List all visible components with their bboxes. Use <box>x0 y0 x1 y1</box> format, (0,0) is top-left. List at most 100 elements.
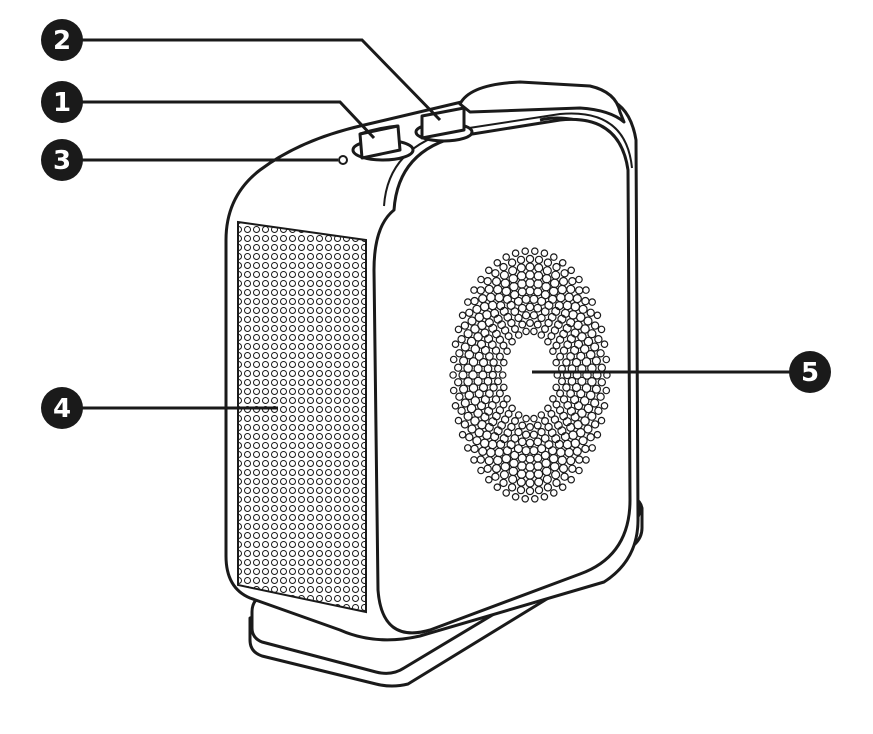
vent-hole <box>572 446 582 456</box>
vent-hole <box>573 339 584 349</box>
vent-hole <box>502 253 511 261</box>
vent-hole <box>451 401 460 410</box>
vent-hole <box>578 436 588 446</box>
vent-hole <box>485 352 494 361</box>
vent-hole <box>534 485 544 495</box>
vent-hole <box>533 303 543 313</box>
vent-hole <box>478 357 489 368</box>
vent-hole <box>533 320 542 329</box>
vent-hole <box>537 411 546 419</box>
vent-hole <box>478 446 488 456</box>
vent-hole <box>576 351 586 361</box>
vent-hole <box>508 337 516 346</box>
vent-hole <box>556 352 565 361</box>
vent-hole <box>518 320 527 329</box>
vent-hole <box>478 382 489 393</box>
vent-hole <box>560 269 569 278</box>
vent-hole <box>484 456 494 466</box>
vent-hole <box>549 394 557 403</box>
callout-label-1: 1 <box>53 88 71 118</box>
vent-hole <box>449 355 458 364</box>
vent-hole <box>549 253 558 261</box>
vent-hole <box>530 327 538 336</box>
vent-hole <box>514 313 523 323</box>
vent-hole <box>540 492 549 501</box>
vent-hole <box>573 401 584 411</box>
vent-hole <box>455 392 464 401</box>
vent-hole <box>454 325 463 334</box>
side-grille <box>237 220 367 614</box>
vent-hole <box>449 371 457 379</box>
vent-hole <box>518 421 527 430</box>
vent-hole <box>503 394 511 403</box>
vent-hole <box>511 249 520 258</box>
vent-hole <box>484 475 493 484</box>
vent-hole <box>558 483 567 492</box>
vent-hole <box>516 485 526 495</box>
vent-hole <box>525 319 534 328</box>
vent-hole <box>476 339 487 349</box>
vent-hole <box>575 466 583 475</box>
vent-hole <box>600 401 609 410</box>
vent-hole <box>588 298 597 306</box>
vent-hole <box>543 483 553 492</box>
vent-hole <box>489 383 498 392</box>
vent-hole <box>587 329 597 339</box>
vent-hole <box>511 492 520 501</box>
vent-hole <box>525 254 535 264</box>
vent-hole <box>459 356 469 366</box>
vent-hole <box>578 304 588 314</box>
vent-hole <box>575 275 583 284</box>
vent-hole <box>517 437 527 447</box>
vent-hole <box>549 347 557 356</box>
vent-hole <box>484 266 493 275</box>
vent-hole <box>544 337 552 346</box>
vent-hole <box>587 376 597 387</box>
vent-hole <box>537 427 546 437</box>
vent-hole <box>499 478 508 488</box>
vent-hole <box>466 403 477 414</box>
vent-hole <box>529 311 539 320</box>
vent-hole <box>525 423 534 432</box>
vent-hole <box>525 486 535 496</box>
vent-hole <box>586 433 595 442</box>
vent-hole <box>474 351 484 361</box>
callout-badge-4: 4 <box>41 387 83 429</box>
vent-hole <box>457 335 466 344</box>
vent-hole <box>593 430 602 439</box>
vent-hole <box>590 321 600 330</box>
vent-hole <box>582 286 590 294</box>
vent-hole <box>560 472 569 481</box>
vent-hole <box>454 378 463 387</box>
vent-hole <box>521 494 530 503</box>
vent-hole <box>566 389 575 399</box>
vent-hole <box>521 311 531 320</box>
vent-hole <box>502 489 511 497</box>
vent-hole <box>597 416 606 425</box>
callout-label-4: 4 <box>53 394 71 424</box>
indicator-light <box>338 155 348 165</box>
vent-hole <box>463 363 473 373</box>
vent-hole <box>537 313 546 323</box>
vent-hole <box>468 370 478 380</box>
vent-hole <box>602 386 611 395</box>
vent-hole <box>470 456 478 464</box>
vent-hole <box>583 403 594 414</box>
vent-hole <box>464 390 475 401</box>
vent-hole <box>464 349 475 360</box>
vent-hole <box>593 311 602 320</box>
vent-hole <box>466 336 477 347</box>
vent-hole <box>460 398 470 408</box>
vent-hole <box>473 376 483 386</box>
vent-hole <box>583 424 593 434</box>
vent-hole <box>463 444 472 452</box>
vent-hole <box>514 331 523 339</box>
vent-hole <box>552 358 561 367</box>
vent-hole <box>474 389 484 399</box>
vent-hole <box>583 316 593 326</box>
vent-hole <box>594 406 603 415</box>
front-vent <box>449 247 611 503</box>
vent-hole <box>513 444 524 454</box>
